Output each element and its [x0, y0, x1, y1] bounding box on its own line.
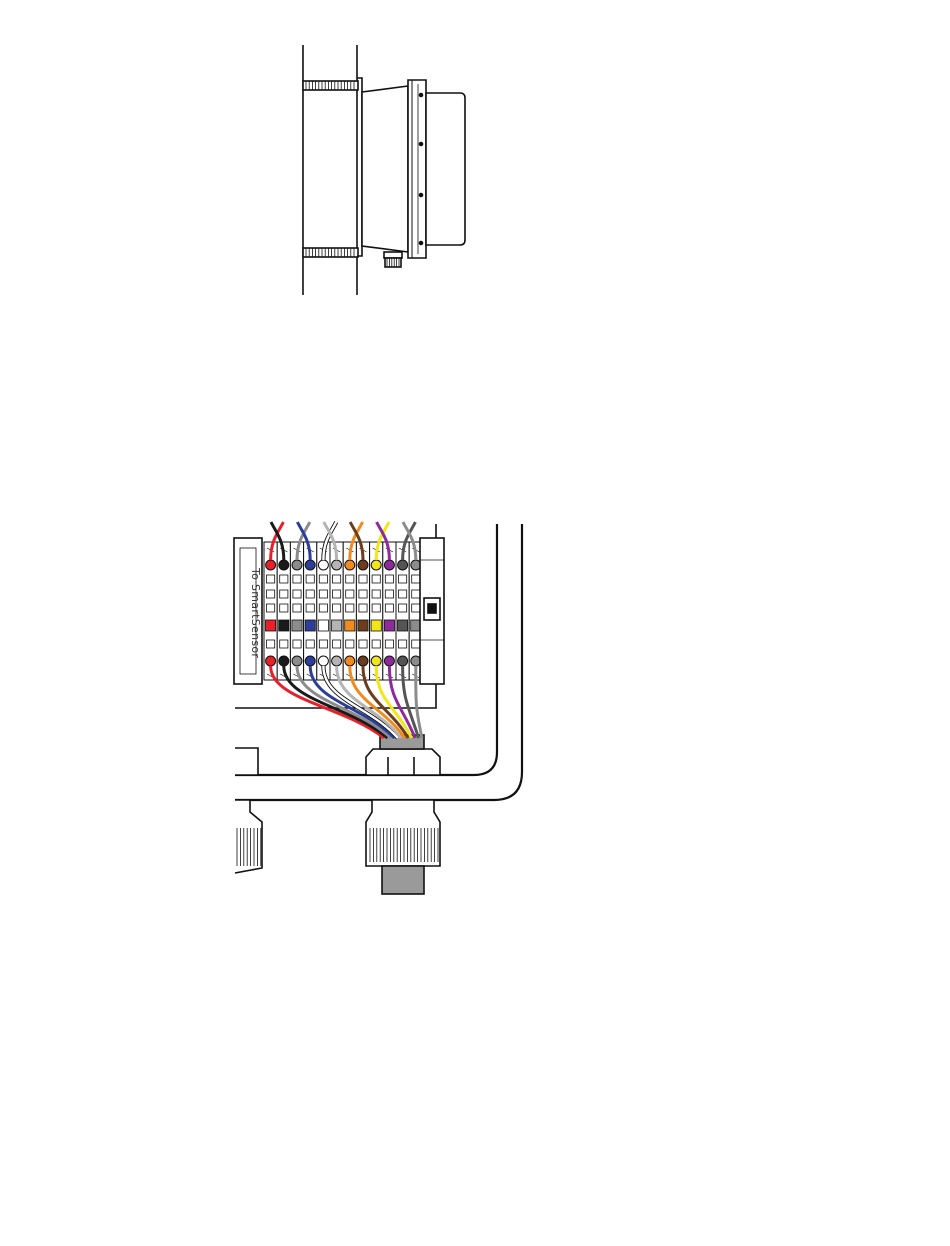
terminal-end-bracket	[420, 538, 444, 684]
terminal-strip	[264, 542, 422, 680]
upper-clamp	[303, 81, 358, 90]
lid-screw	[420, 242, 423, 245]
terminal-orange	[343, 542, 356, 680]
terminal-yellow	[370, 542, 383, 680]
smartsensor-label-block: To SmartSensor	[234, 538, 262, 684]
lid-screw	[420, 94, 423, 97]
lid-screw	[420, 194, 423, 197]
terminal-brown	[356, 542, 369, 680]
terminal-white	[317, 542, 330, 680]
terminal-black	[277, 542, 290, 680]
lid-screw	[420, 143, 423, 146]
terminal-blue	[304, 542, 317, 680]
terminal-dark_gray	[396, 542, 409, 680]
pole-mount-diagram	[303, 45, 465, 295]
enclosure-body	[362, 86, 408, 252]
terminal-gray	[290, 542, 303, 680]
left-boss-lower	[235, 800, 262, 873]
main-cable-gland	[366, 735, 440, 894]
smartsensor-label: To SmartSensor	[249, 567, 262, 658]
wiring-diagram: To SmartSensor	[234, 522, 522, 894]
lower-clamp	[303, 248, 358, 257]
terminal-red	[264, 542, 277, 680]
enclosure-flange	[408, 80, 426, 258]
left-boss-upper	[235, 748, 258, 775]
terminal-light_gray	[330, 542, 343, 680]
cable-gland-small	[384, 252, 402, 267]
terminal-purple	[383, 542, 396, 680]
enclosure-lid	[426, 93, 465, 245]
